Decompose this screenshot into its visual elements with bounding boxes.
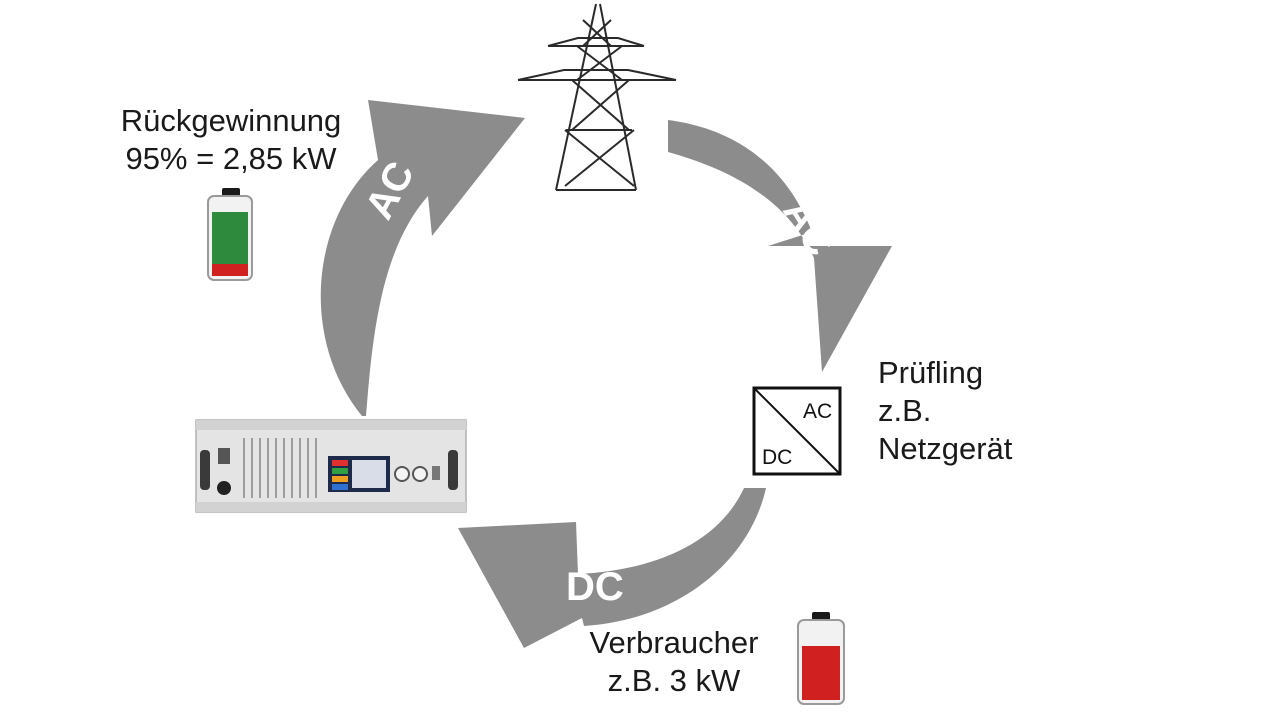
arrow-dc: DC xyxy=(458,488,766,648)
dut-example: Netzgerät xyxy=(878,431,1013,466)
recovery-value: 95% = 2,85 kW xyxy=(125,141,337,176)
dut-example-prefix: z.B. xyxy=(878,393,932,428)
dut-title: Prüfling xyxy=(878,355,984,390)
battery-charged-icon xyxy=(207,188,253,281)
arrow-ac-supply: AC xyxy=(668,120,892,372)
converter-box-icon: AC DC xyxy=(752,386,842,476)
battery-draining-icon xyxy=(797,612,845,705)
dut-label: Prüfling z.B. Netzgerät xyxy=(878,354,1012,468)
recovery-title: Rückgewinnung xyxy=(120,103,342,138)
converter-dc-label: DC xyxy=(762,446,792,469)
electronic-load-device xyxy=(195,419,467,513)
consumer-label: Verbraucher z.B. 3 kW xyxy=(566,624,782,700)
converter-ac-label: AC xyxy=(803,400,832,423)
arrow-dc-label: DC xyxy=(566,565,624,609)
consumer-title: Verbraucher xyxy=(589,625,759,660)
recovery-label: Rückgewinnung 95% = 2,85 kW xyxy=(100,102,362,178)
power-tower-icon xyxy=(517,3,677,191)
consumer-value: z.B. 3 kW xyxy=(607,663,741,698)
